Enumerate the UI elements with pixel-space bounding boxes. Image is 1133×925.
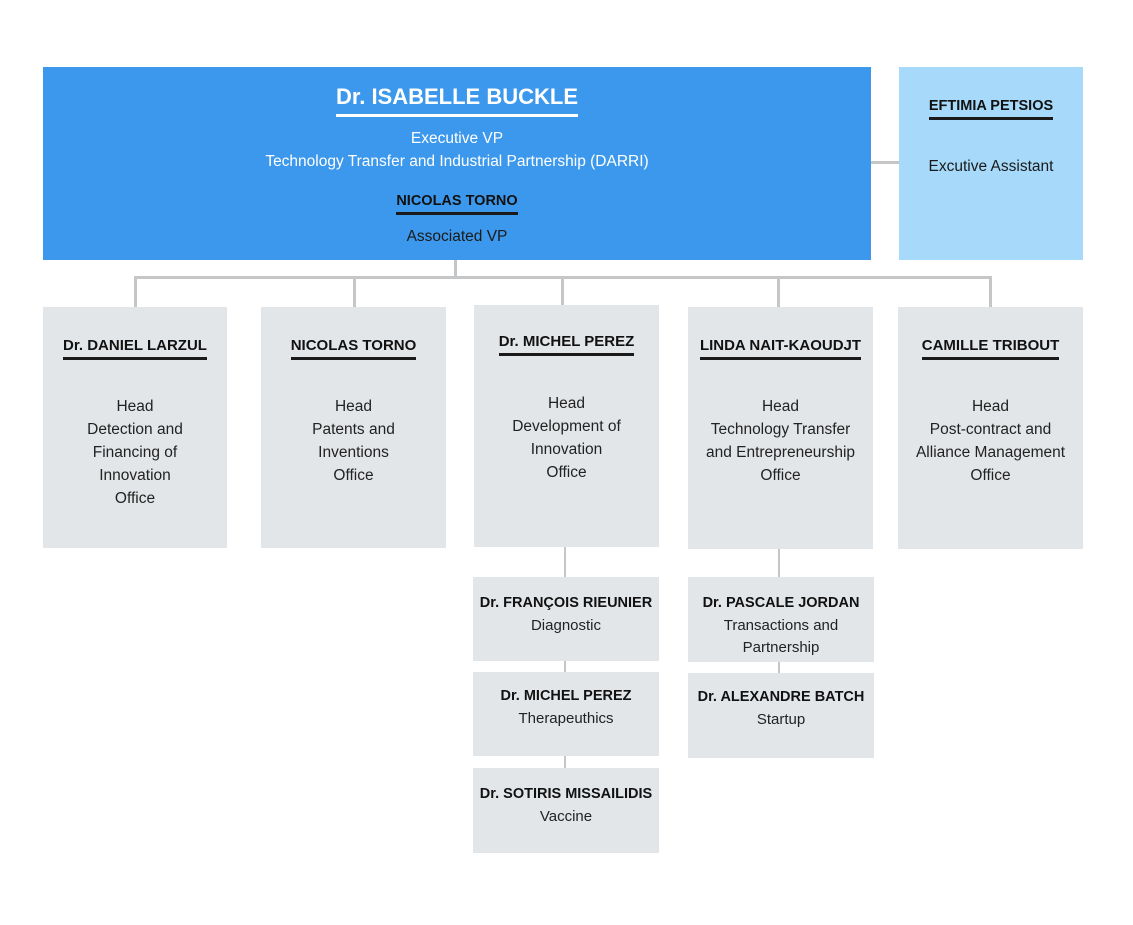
assistant-box: EFTIMIA PETSIOS Excutive Assistant <box>899 67 1083 260</box>
head-role-line: Head <box>761 398 800 415</box>
head-name: Dr. MICHEL PEREZ <box>498 333 635 356</box>
executive-title-line2: Technology Transfer and Industrial Partn… <box>265 153 649 170</box>
head-role-line: Post-contract and <box>929 421 1052 438</box>
head-role-line: Technology Transfer <box>710 421 851 438</box>
head-name: NICOLAS TORNO <box>290 337 417 360</box>
team-member-role: Diagnostic <box>530 617 602 634</box>
head-role-line: Alliance Management <box>915 444 1066 461</box>
assistant-name: EFTIMIA PETSIOS <box>928 98 1054 120</box>
head-role-line: Patents and <box>312 421 395 438</box>
executive-box: Dr. ISABELLE BUCKLE Executive VP Technol… <box>43 67 871 260</box>
team-member-name: Dr. ALEXANDRE BATCH <box>697 689 865 705</box>
head-role-line: Office <box>970 467 1011 484</box>
associate-name: NICOLAS TORNO <box>396 193 518 215</box>
head-role-line: Head <box>971 398 1010 415</box>
head-name: Dr. DANIEL LARZUL <box>63 337 207 360</box>
executive-title-line1: Executive VP <box>410 130 504 147</box>
connector-head-2 <box>353 276 356 307</box>
associate-title: Associated VP <box>406 228 508 245</box>
team-member-role: Vaccine <box>539 808 593 825</box>
head-role-line: Financing of <box>92 444 178 461</box>
team-card-vaccine: Dr. SOTIRIS MISSAILIDIS Vaccine <box>473 768 659 853</box>
head-role-line: and Entrepreneurship <box>705 444 856 461</box>
connector-exec-assistant <box>870 161 899 164</box>
head-card-post-contract-alliance: CAMILLE TRIBOUT Head Post-contract and A… <box>898 307 1083 549</box>
team-member-role: Partnership <box>742 639 820 656</box>
team-member-role: Startup <box>756 711 806 728</box>
team-card-diagnostic: Dr. FRANÇOIS RIEUNIER Diagnostic <box>473 577 659 661</box>
team-member-name: Dr. PASCALE JORDAN <box>702 595 860 611</box>
head-role-line: Head <box>116 398 154 415</box>
head-role-line: Innovation <box>99 467 171 484</box>
executive-name: Dr. ISABELLE BUCKLE <box>335 84 579 117</box>
team-member-name: Dr. MICHEL PEREZ <box>500 688 632 704</box>
head-name: LINDA NAIT-KAOUDJT <box>699 337 862 360</box>
team-member-name: Dr. FRANÇOIS RIEUNIER <box>479 595 653 611</box>
head-role-line: Innovation <box>530 441 603 458</box>
team-member-role: Transactions and <box>723 617 839 634</box>
team-member-name: Dr. SOTIRIS MISSAILIDIS <box>479 786 653 802</box>
head-role-line: Office <box>546 464 587 481</box>
head-role-line: Head <box>334 398 373 415</box>
head-role-line: Development of <box>512 418 621 435</box>
head-card-detection-financing: Dr. DANIEL LARZUL Head Detection and Fin… <box>43 307 227 548</box>
team-card-transactions-partnership: Dr. PASCALE JORDAN Transactions and Part… <box>688 577 874 662</box>
connector-head-5 <box>989 276 992 307</box>
head-role-line: Inventions <box>318 444 389 461</box>
team-member-role: Therapeuthics <box>518 710 614 727</box>
head-role-line: Office <box>333 467 374 484</box>
head-role-line: Office <box>760 467 801 484</box>
head-role-line: Office <box>114 490 156 507</box>
head-card-development-innovation: Dr. MICHEL PEREZ Head Development of Inn… <box>474 305 659 547</box>
assistant-title: Excutive Assistant <box>928 158 1054 175</box>
connector-head-1 <box>134 276 137 307</box>
head-card-patents-inventions: NICOLAS TORNO Head Patents and Invention… <box>261 307 446 548</box>
team-card-startup: Dr. ALEXANDRE BATCH Startup <box>688 673 874 758</box>
head-role-line: Head <box>547 395 586 412</box>
team-card-therapeuthics: Dr. MICHEL PEREZ Therapeuthics <box>473 672 659 756</box>
head-card-technology-transfer: LINDA NAIT-KAOUDJT Head Technology Trans… <box>688 307 873 549</box>
connector-head-4 <box>777 276 780 307</box>
head-name: CAMILLE TRIBOUT <box>921 337 1060 360</box>
connector-exec-down <box>454 260 457 278</box>
connector-head-3 <box>561 276 564 307</box>
head-role-line: Detection and <box>87 421 183 438</box>
